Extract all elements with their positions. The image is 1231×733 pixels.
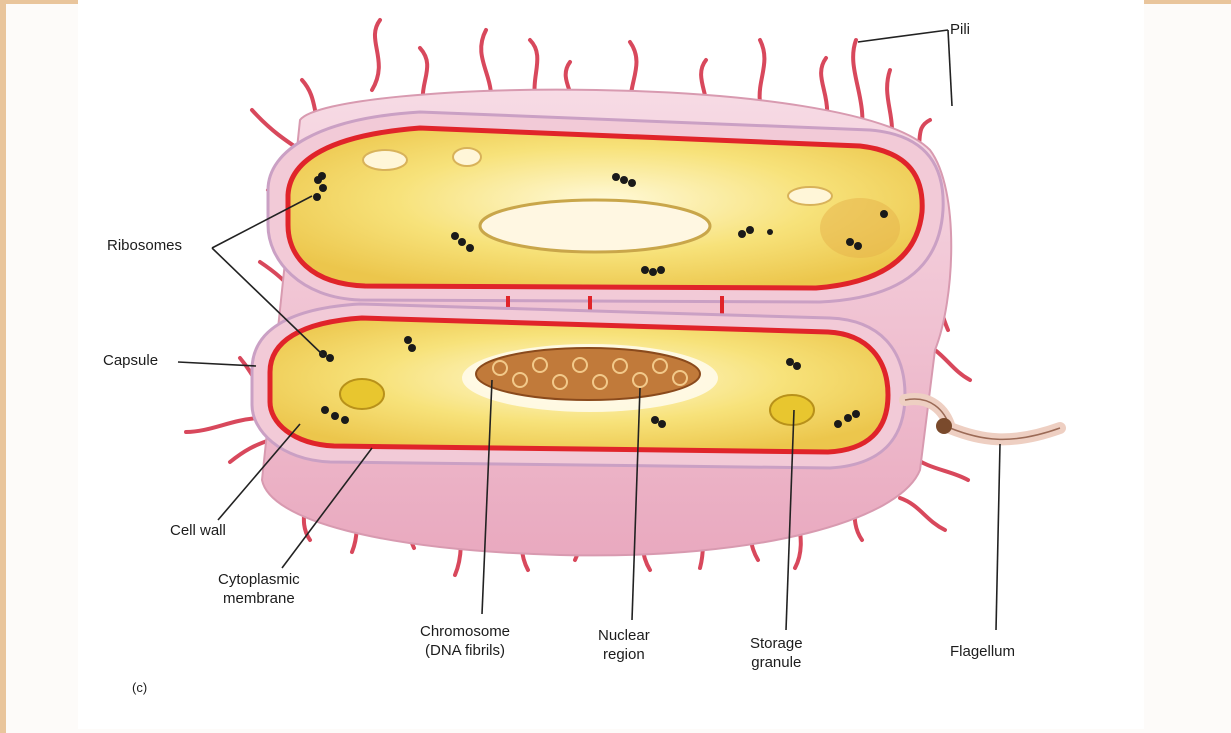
label-ribosomes: Ribosomes: [107, 236, 182, 255]
label-chromosome: Chromosome (DNA fibrils): [420, 622, 510, 660]
flagellum: [905, 399, 1060, 439]
label-storage-granule: Storage granule: [750, 634, 803, 672]
lower-cell: [252, 304, 905, 468]
upper-cell: [268, 112, 943, 302]
label-cell-wall: Cell wall: [170, 521, 226, 540]
storage-granule-left: [340, 379, 384, 409]
label-flagellum: Flagellum: [950, 642, 1015, 661]
label-nuclear-region: Nuclear region: [598, 626, 650, 664]
label-pili: Pili: [950, 20, 970, 39]
label-cytoplasmic-membrane: Cytoplasmic membrane: [218, 570, 300, 608]
chromosome: [476, 348, 700, 400]
label-panel-letter: (c): [132, 678, 147, 697]
label-capsule: Capsule: [103, 351, 158, 370]
storage-granule-right: [770, 395, 814, 425]
